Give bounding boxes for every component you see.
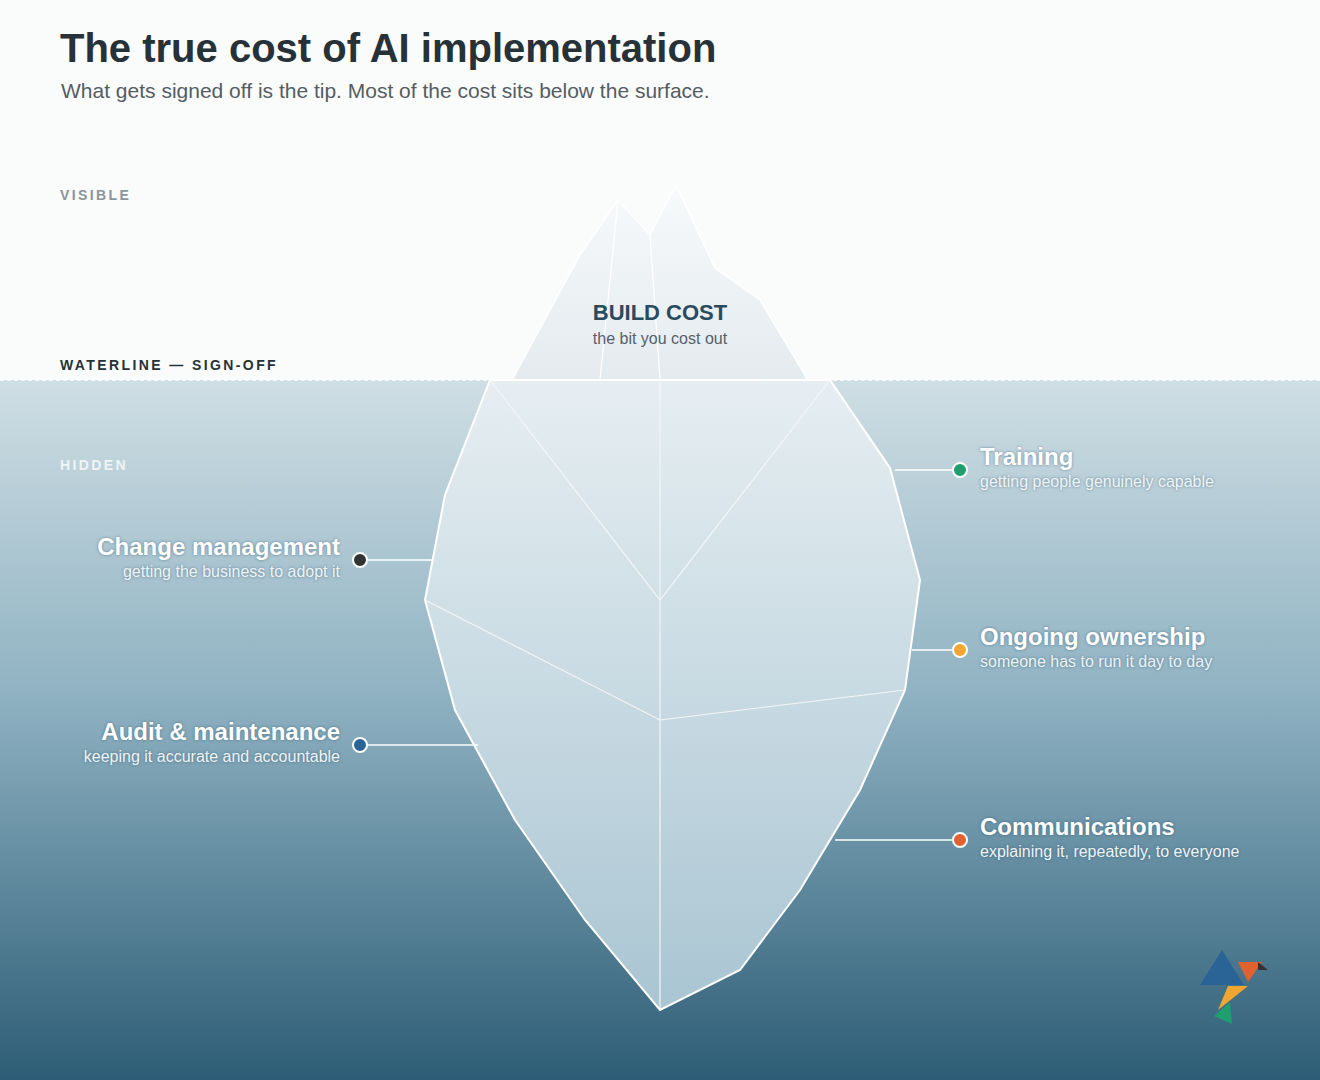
- logo: [1200, 950, 1268, 1024]
- leader-lines: [368, 470, 952, 840]
- callout-description: explaining it, repeatedly, to everyone: [980, 843, 1239, 861]
- callout-heading: Change management: [97, 533, 340, 561]
- callout-heading: Training: [980, 443, 1214, 471]
- callout-description: getting the business to adopt it: [97, 563, 340, 581]
- iceberg-tip-label: BUILD COST the bit you cost out: [593, 300, 727, 348]
- cost-callout: Communications explaining it, repeatedly,…: [980, 813, 1239, 861]
- cost-callout: Ongoing ownership someone has to run it d…: [980, 623, 1212, 671]
- caption: What gets signed off is the tip. Most of…: [61, 79, 710, 103]
- callout-description: getting people genuinely capable: [980, 473, 1214, 491]
- zone-label: WATERLINE — SIGN-OFF: [60, 357, 278, 373]
- callout-heading: Ongoing ownership: [980, 623, 1212, 651]
- zone-label: VISIBLE: [60, 187, 131, 203]
- zone-label: HIDDEN: [60, 457, 128, 473]
- cost-callout: Change management getting the business to…: [97, 533, 340, 581]
- ice-crease: [600, 200, 618, 380]
- ice-facet: [425, 600, 905, 720]
- callout-heading: BUILD COST: [593, 300, 727, 326]
- iceberg-body: [425, 380, 920, 1010]
- callout-description: the bit you cost out: [593, 330, 727, 348]
- ice-facet: [659, 380, 660, 1010]
- iceberg-tip: [512, 185, 808, 380]
- callout-description: someone has to run it day to day: [980, 653, 1212, 671]
- callout-dots: [353, 463, 967, 847]
- callout-description: keeping it accurate and accountable: [84, 748, 340, 766]
- sea: [0, 380, 1320, 1080]
- cost-callout: Audit & maintenance keeping it accurate a…: [84, 718, 340, 766]
- cost-callout: Training getting people genuinely capable: [980, 443, 1214, 491]
- sky: [0, 0, 1320, 380]
- waterline: [0, 379, 1320, 381]
- callout-heading: Audit & maintenance: [84, 718, 340, 746]
- title: The true cost of AI implementation: [60, 26, 716, 71]
- callout-heading: Communications: [980, 813, 1239, 841]
